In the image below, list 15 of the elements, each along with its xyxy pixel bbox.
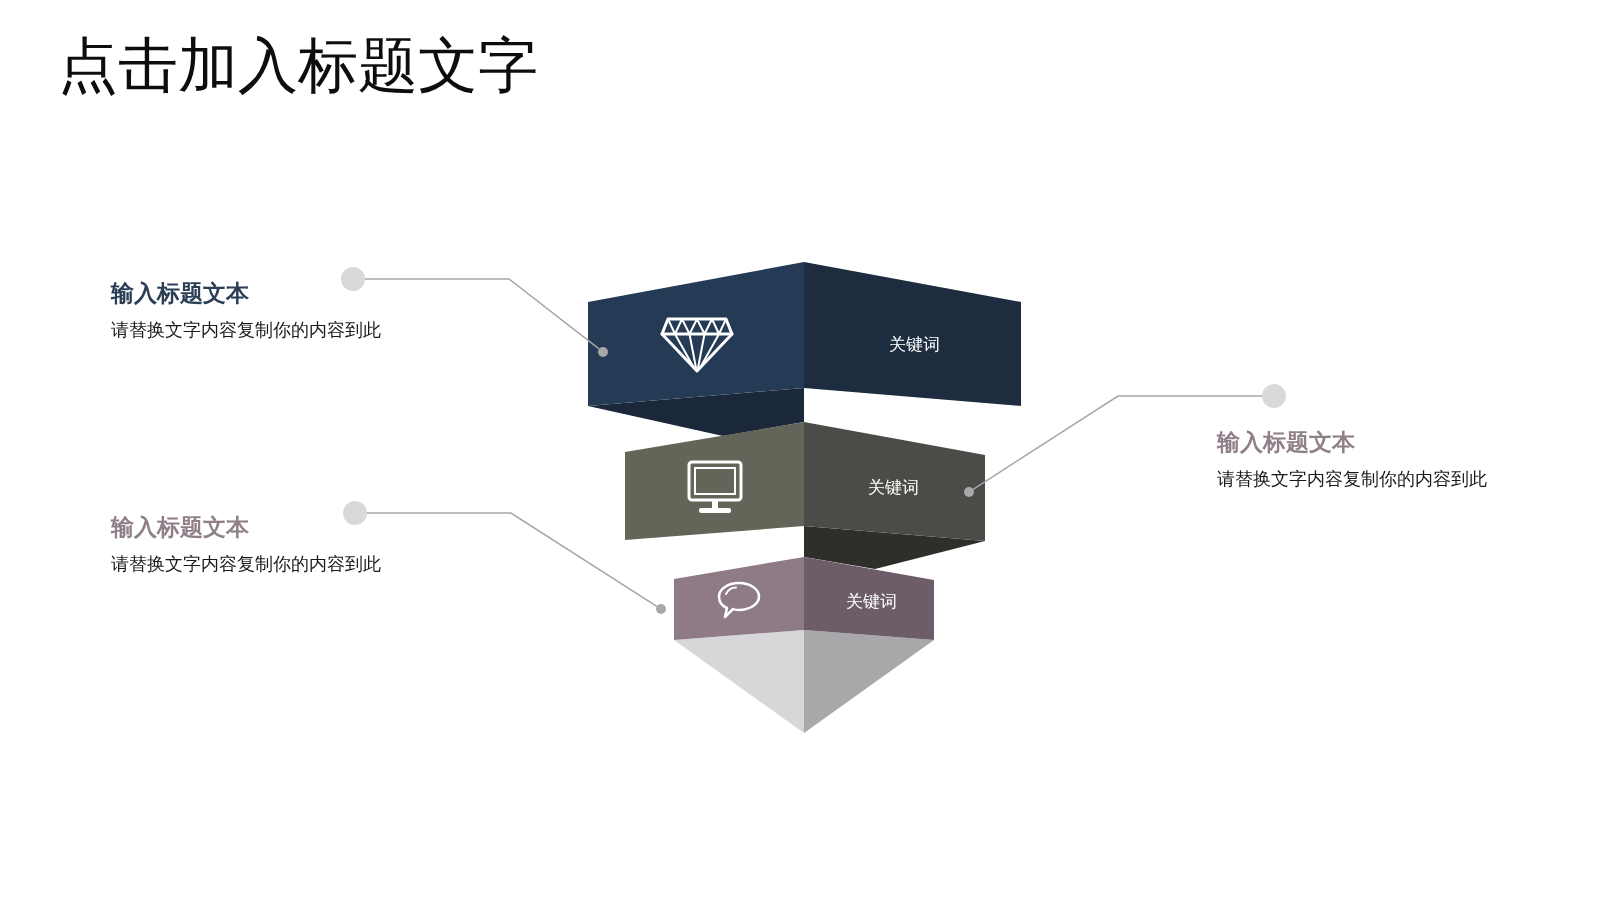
leader-dot bbox=[656, 604, 666, 614]
leader-line bbox=[972, 384, 1286, 491]
body-text: 请替换文字内容复制你的内容到此 bbox=[111, 553, 382, 576]
leader-dot bbox=[964, 487, 974, 497]
body-text: 请替换文字内容复制你的内容到此 bbox=[111, 319, 382, 342]
slide-title: 点击加入标题文字 bbox=[58, 31, 538, 101]
keyword-text: 关键词 bbox=[888, 334, 940, 356]
leader-line bbox=[343, 501, 658, 608]
heading-text: 输入标题文本 bbox=[1217, 428, 1356, 456]
heading-text: 输入标题文本 bbox=[111, 513, 250, 541]
body-text: 请替换文字内容复制你的内容到此 bbox=[1217, 468, 1488, 491]
keyword-text: 关键词 bbox=[867, 477, 919, 499]
leader-dot bbox=[598, 347, 608, 357]
keyword-text: 关键词 bbox=[845, 591, 897, 613]
heading-text: 输入标题文本 bbox=[111, 279, 250, 307]
